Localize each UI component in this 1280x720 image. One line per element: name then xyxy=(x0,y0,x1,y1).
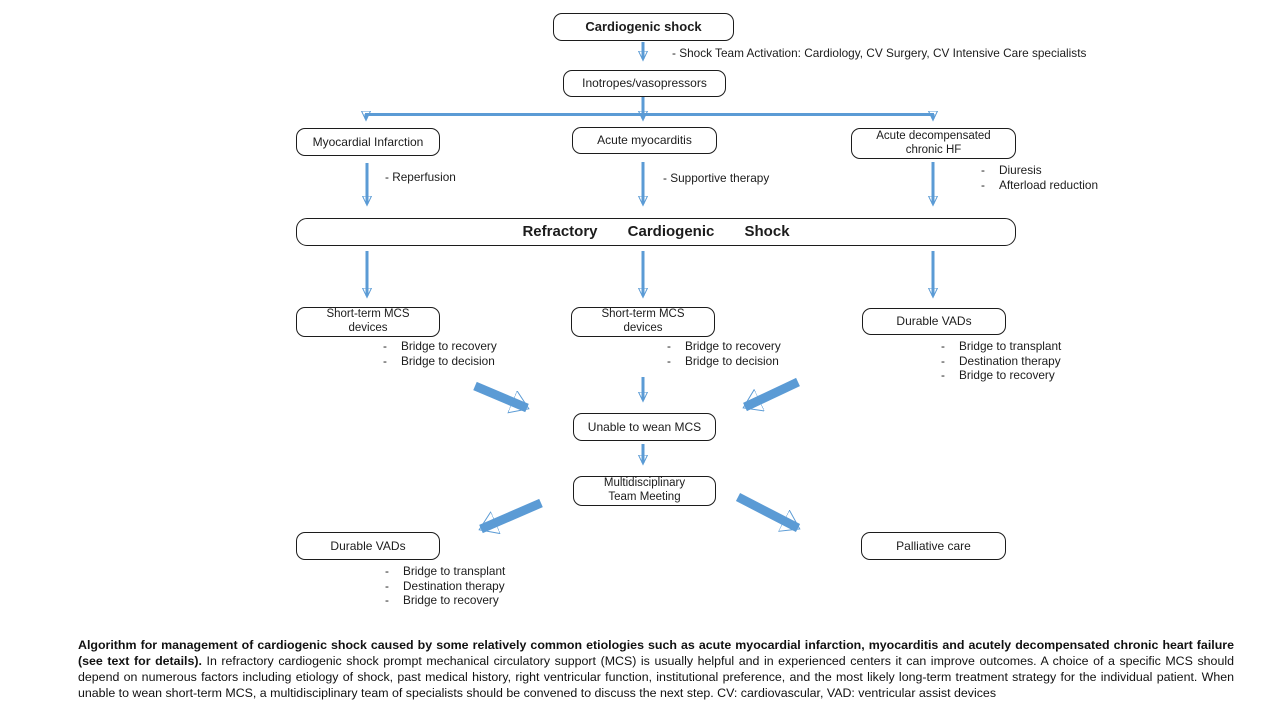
bullet-item: - Destination therapy xyxy=(941,354,1061,369)
bullet-item: - Bridge to recovery xyxy=(385,593,505,608)
bullet-dash: - xyxy=(981,177,985,192)
bullet-text: Destination therapy xyxy=(959,353,1061,368)
bullet-text: Afterload reduction xyxy=(999,177,1099,192)
bullet-item: - Bridge to decision xyxy=(667,354,781,369)
branch-connector xyxy=(365,96,934,116)
bullet-text: Destination therapy xyxy=(403,578,505,593)
reperfusion-annotation: - Reperfusion xyxy=(385,170,456,184)
durable-vads-right-box: Durable VADs xyxy=(862,308,1006,335)
unable-to-wean-mcs-box: Unable to wean MCS xyxy=(573,413,716,441)
bullet-text: Bridge to decision xyxy=(401,353,495,368)
bullet-item: - Bridge to decision xyxy=(383,354,497,369)
bullet-item: - Bridge to transplant xyxy=(941,339,1061,354)
bullet-text: Bridge to transplant xyxy=(403,564,506,578)
caption-regular-text: In refractory cardiogenic shock prompt m… xyxy=(78,653,1234,700)
palliative-care-box: Palliative care xyxy=(861,532,1006,560)
bullet-text: Bridge to recovery xyxy=(403,593,499,608)
bullet-text: Bridge to transplant xyxy=(959,339,1062,353)
acute-decompensated-hf-box: Acute decompensated chronic HF xyxy=(851,128,1016,159)
bullet-item: - Bridge to recovery xyxy=(383,339,497,354)
short-term-mcs-left-box: Short-term MCS devices xyxy=(296,307,440,337)
bullet-text: Bridge to recovery xyxy=(401,339,497,353)
mcs-mid-bullets: - Bridge to recovery - Bridge to decisio… xyxy=(667,339,781,368)
bullet-dash: - xyxy=(941,353,945,368)
bullet-dash: - xyxy=(941,368,945,383)
mcs-left-bullets: - Bridge to recovery - Bridge to decisio… xyxy=(383,339,497,368)
bullet-dash: - xyxy=(981,163,985,177)
bullet-dash: - xyxy=(383,339,387,353)
caption-bold-text: Algorithm for management of cardiogenic … xyxy=(78,638,1234,668)
thin-arrows xyxy=(365,42,934,463)
figure-caption: Algorithm for management of cardiogenic … xyxy=(78,638,1234,702)
supportive-therapy-annotation: - Supportive therapy xyxy=(663,171,770,185)
myocardial-infarction-box: Myocardial Infarction xyxy=(296,128,440,156)
cardiogenic-shock-box: Cardiogenic shock xyxy=(553,13,734,41)
arrow-left-converge xyxy=(473,381,527,408)
arrow-right-diverge xyxy=(735,493,798,532)
bullet-text: Bridge to decision xyxy=(685,353,779,368)
shock-team-annotation: - Shock Team Activation: Cardiology, CV … xyxy=(672,46,1087,60)
arrow-left-diverge xyxy=(481,498,543,529)
inotropes-box: Inotropes/vasopressors xyxy=(563,70,726,97)
bullet-dash: - xyxy=(941,339,945,353)
bullet-item: - Afterload reduction xyxy=(981,178,1098,193)
bullet-item: - Bridge to recovery xyxy=(941,368,1061,383)
bullet-item: - Bridge to recovery xyxy=(667,339,781,354)
bullet-item: - Destination therapy xyxy=(385,579,505,594)
durable-vads-bottom-box: Durable VADs xyxy=(296,532,440,560)
multidisciplinary-team-meeting-box: Multidisciplinary Team Meeting xyxy=(573,476,716,506)
adhf-bullets: - Diuresis - Afterload reduction xyxy=(981,163,1098,192)
bullet-dash: - xyxy=(667,353,671,368)
bullet-item: - Diuresis xyxy=(981,163,1098,178)
bullet-text: Bridge to recovery xyxy=(685,339,781,353)
bullet-dash: - xyxy=(385,593,389,608)
bullet-text: Bridge to recovery xyxy=(959,368,1055,383)
acute-myocarditis-box: Acute myocarditis xyxy=(572,127,717,154)
vads-right-bullets: - Bridge to transplant - Destination the… xyxy=(941,339,1061,383)
vads-bottom-bullets: - Bridge to transplant - Destination the… xyxy=(385,564,505,608)
bullet-dash: - xyxy=(385,578,389,593)
bullet-text: Diuresis xyxy=(999,163,1042,177)
refractory-cardiogenic-shock-box: Refractory Cardiogenic Shock xyxy=(296,218,1016,246)
bullet-dash: - xyxy=(383,353,387,368)
thick-arrows xyxy=(473,377,800,532)
bullet-dash: - xyxy=(385,564,389,578)
arrow-right-converge xyxy=(745,377,800,407)
bullet-dash: - xyxy=(667,339,671,353)
short-term-mcs-mid-box: Short-term MCS devices xyxy=(571,307,715,337)
bullet-item: - Bridge to transplant xyxy=(385,564,505,579)
